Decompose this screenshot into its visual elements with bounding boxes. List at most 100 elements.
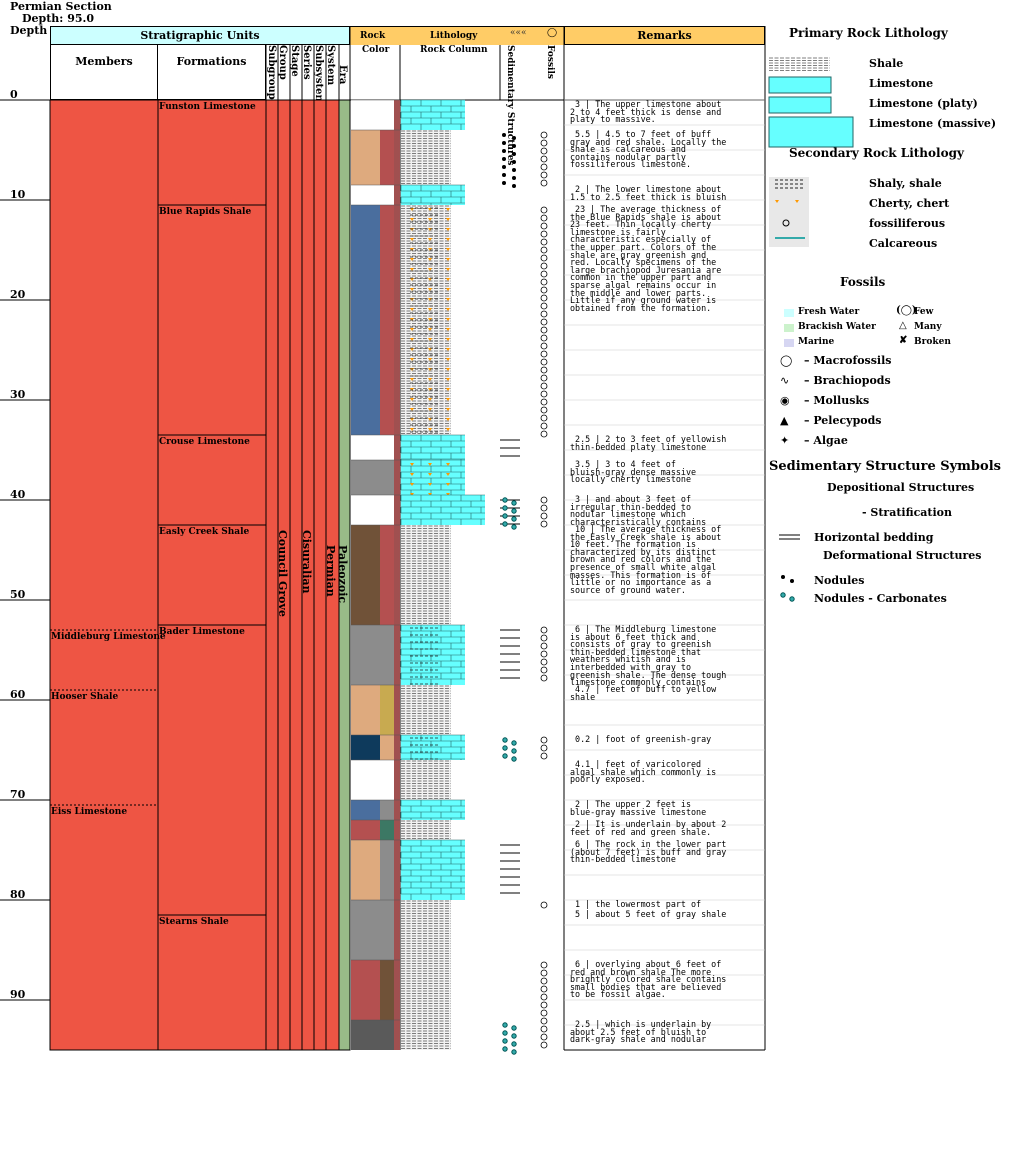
- depth-tick-label: 40: [10, 488, 26, 501]
- chert-mark: [410, 358, 414, 361]
- chert-mark: [410, 278, 414, 281]
- chert-mark: [410, 483, 414, 486]
- chert-mark: [428, 318, 432, 321]
- legend-nodule: [781, 575, 785, 579]
- carbonate-nodule: [511, 756, 517, 762]
- shale-fill: [401, 900, 451, 960]
- carbonate-nodule: [502, 1022, 508, 1028]
- fossils-header: Fossils: [545, 45, 555, 79]
- color-header: Color: [362, 45, 390, 55]
- secondary-lithology-title: Secondary Rock Lithology: [789, 146, 964, 160]
- many-icon: △: [899, 320, 907, 331]
- rock-color-swatch: [351, 435, 380, 460]
- nodule: [502, 157, 506, 161]
- fossil-mark: [540, 977, 548, 985]
- chert-mark: [428, 238, 432, 241]
- chert-mark: [446, 408, 450, 411]
- fossil-mark: [540, 278, 548, 286]
- nodule: [512, 160, 516, 164]
- rock-color-edge: [394, 130, 400, 185]
- chert-mark: [428, 358, 432, 361]
- series-header: Series: [301, 45, 312, 80]
- fossil-mark: [540, 334, 548, 342]
- chert-mark: [410, 258, 414, 261]
- rock-color-swatch: [351, 735, 380, 760]
- rock-color-swatch-secondary: [380, 840, 394, 900]
- nodule: [512, 168, 516, 172]
- legend-carbonate-nodule: [789, 596, 795, 602]
- carbonate-nodule: [502, 1030, 508, 1036]
- formation-name: Funston Limestone: [159, 102, 256, 112]
- primary-lithology-title: Primary Rock Lithology: [789, 26, 948, 40]
- remark-text: 6 | The rock in the lower part (about 7 …: [570, 839, 727, 865]
- horizontal-bedding-label: Horizontal bedding: [814, 531, 934, 544]
- subsystem-header: Subsystem: [313, 45, 324, 106]
- fossil-mark: [540, 390, 548, 398]
- remark-text: 2 | The upper 2 feet is blue-gray massiv…: [570, 799, 707, 817]
- remark-text: 6 | overlying about 6 feet of red and br…: [570, 959, 727, 1000]
- chert-mark: [428, 408, 432, 411]
- chert-mark: [428, 268, 432, 271]
- fossil-mark: [540, 139, 548, 147]
- fossil-mark: [540, 318, 548, 326]
- legend-chert-mark: [775, 200, 799, 203]
- depth-tick-label: 0: [10, 88, 18, 101]
- depth-label: Depth: 95.0: [22, 12, 94, 25]
- chert-mark: [446, 483, 450, 486]
- chert-mark: [446, 208, 450, 211]
- carbonate-nodule: [502, 521, 508, 527]
- legend-nodule: [790, 579, 794, 583]
- fossil-mark: [540, 342, 548, 350]
- fossil-mark: [540, 422, 548, 430]
- rock-color-edge: [394, 185, 400, 205]
- legend-cherty: Cherty, chert: [869, 197, 950, 210]
- fossils-title: Fossils: [840, 275, 886, 289]
- depth-tick-label: 30: [10, 388, 26, 401]
- remark-text: 0.2 | foot of greenish-gray: [570, 734, 712, 744]
- chert-mark: [428, 463, 432, 466]
- nodule: [502, 149, 506, 153]
- rock-color-swatch: [351, 100, 380, 130]
- carbonate-nodule: [502, 745, 508, 751]
- fossil-mark: [540, 1009, 548, 1017]
- stage-header: Stage: [289, 45, 300, 77]
- depth-header: Depth: [10, 24, 48, 37]
- rock-color-swatch: [351, 800, 380, 820]
- depth-tick-label: 10: [10, 188, 26, 201]
- fossil-mark: [540, 254, 548, 262]
- era-header: Era: [337, 65, 348, 85]
- macrofossil-icon: ◯: [780, 354, 793, 367]
- chert-mark: [428, 348, 432, 351]
- algae-label: – Algae: [804, 434, 848, 447]
- rock-color-swatch-secondary: [380, 100, 394, 130]
- nodule: [502, 133, 506, 137]
- group-name: Council Grove: [276, 530, 289, 617]
- fossil-mark: [540, 642, 548, 650]
- fossil-mark: [540, 1041, 548, 1049]
- fossil-mark: [540, 430, 548, 438]
- remark-text: 2.5 | 2 to 3 feet of yellowish thin-bedd…: [570, 434, 727, 452]
- rock-color-swatch-secondary: [380, 495, 394, 525]
- many-label: Many: [914, 322, 942, 332]
- remark-text: 3.5 | 3 to 4 feet of bluish-gray dense m…: [570, 459, 697, 485]
- legend-calcareous: Calcareous: [869, 237, 938, 250]
- carbonate-nodule: [502, 1046, 508, 1052]
- chert-mark: [446, 368, 450, 371]
- remarks-header: Remarks: [564, 26, 765, 45]
- chert-mark: [446, 298, 450, 301]
- rock-color-swatch: [351, 130, 380, 185]
- fossil-mark: [540, 993, 548, 1001]
- member-name: Eiss Limestone: [51, 807, 128, 817]
- carbonate-nodule: [511, 1033, 517, 1039]
- rock-color-edge: [394, 100, 400, 130]
- depth-tick-label: 20: [10, 288, 26, 301]
- rock-color-edge: [394, 900, 400, 960]
- rock-color-edge: [394, 495, 400, 525]
- system-name: Permian: [324, 545, 337, 597]
- chert-mark: [446, 238, 450, 241]
- chert-mark: [410, 208, 414, 211]
- chert-mark: [446, 278, 450, 281]
- chert-mark: [428, 493, 432, 496]
- fossil-mark: [540, 326, 548, 334]
- rock-color-edge: [394, 960, 400, 1020]
